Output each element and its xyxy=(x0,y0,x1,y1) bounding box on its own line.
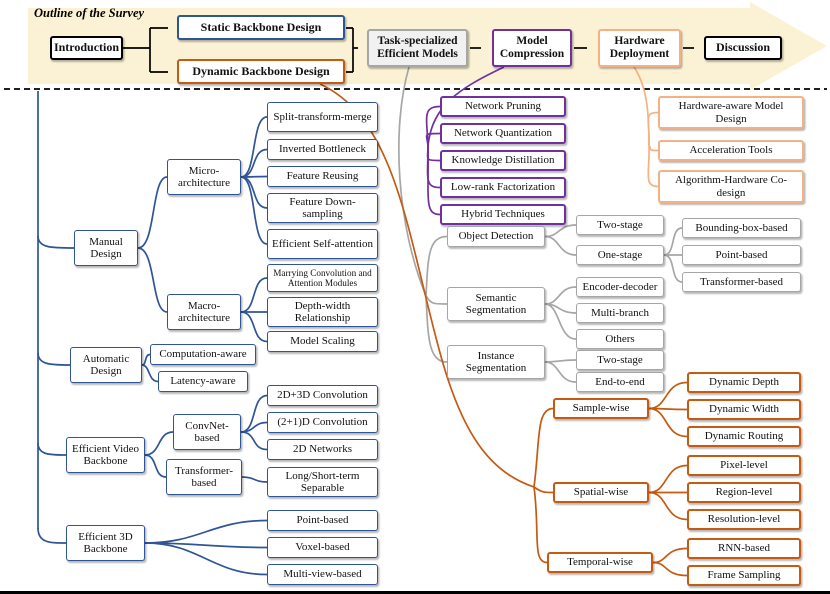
node-task-specialized-efficient-models: Task-specialized Efficient Models xyxy=(367,29,468,67)
node-one-stage-detection: One-stage xyxy=(576,245,664,265)
node-introduction: Introduction xyxy=(50,36,123,60)
node-temporal-wise: Temporal-wise xyxy=(547,552,653,573)
node-2plus1d-convolution: (2+1)D Convolution xyxy=(267,412,378,433)
node-region-level: Region-level xyxy=(687,482,801,503)
node-discussion: Discussion xyxy=(704,36,782,60)
node-computation-aware: Computation-aware xyxy=(150,344,256,365)
flow-arrows xyxy=(123,27,694,73)
task-tree-edges xyxy=(397,66,683,383)
node-algorithm-hardware-co-design: Algorithm-Hardware Co-design xyxy=(658,170,804,203)
node-two-stage-detection: Two-stage xyxy=(576,215,664,235)
node-transformer-based-detection: Transformer-based xyxy=(682,272,801,292)
node-resolution-level: Resolution-level xyxy=(687,509,801,530)
node-rnn-based: RNN-based xyxy=(687,538,801,559)
node-end-to-end: End-to-end xyxy=(576,372,664,392)
node-pixel-level: Pixel-level xyxy=(687,455,801,476)
node-macro-architecture: Macro-architecture xyxy=(167,294,241,330)
node-two-stage-instance: Two-stage xyxy=(576,350,664,370)
node-hardware-aware-model-design: Hardware-aware Model Design xyxy=(658,96,804,129)
node-network-pruning: Network Pruning xyxy=(440,96,566,117)
node-efficient-self-attention: Efficient Self-attention xyxy=(267,229,378,259)
node-model-compression: Model Compression xyxy=(492,29,572,67)
node-long-short-term-separable: Long/Short-term Separable xyxy=(267,467,378,497)
node-semantic-segmentation: Semantic Segmentation xyxy=(447,287,545,321)
node-inverted-bottleneck: Inverted Bottleneck xyxy=(267,139,378,160)
node-feature-reusing: Feature Reusing xyxy=(267,166,378,187)
node-point-based-3d: Point-based xyxy=(267,510,378,531)
node-object-detection: Object Detection xyxy=(447,226,545,247)
node-depth-width-relationship: Depth-width Relationship xyxy=(267,297,378,327)
node-dynamic-width: Dynamic Width xyxy=(687,399,801,420)
node-2d-networks: 2D Networks xyxy=(267,439,378,460)
node-low-rank-factorization: Low-rank Factorization xyxy=(440,177,566,198)
node-model-scaling: Model Scaling xyxy=(267,331,378,352)
node-dynamic-routing: Dynamic Routing xyxy=(687,426,801,447)
node-hybrid-techniques: Hybrid Techniques xyxy=(440,204,566,225)
node-frame-sampling: Frame Sampling xyxy=(687,565,801,586)
node-knowledge-distillation: Knowledge Distillation xyxy=(440,150,566,171)
node-efficient-video-backbone: Efficient Video Backbone xyxy=(66,437,145,473)
node-convnet-based: ConvNet-based xyxy=(173,414,241,450)
node-efficient-3d-backbone: Efficient 3D Backbone xyxy=(66,525,145,561)
node-encoder-decoder: Encoder-decoder xyxy=(576,277,664,297)
node-feature-down-sampling: Feature Down-sampling xyxy=(267,193,378,223)
node-point-based-detection: Point-based xyxy=(682,245,801,265)
node-acceleration-tools: Acceleration Tools xyxy=(658,140,804,161)
node-static-backbone-design: Static Backbone Design xyxy=(177,15,345,40)
node-spatial-wise: Spatial-wise xyxy=(553,482,649,503)
figure-title: Outline of the Survey xyxy=(34,6,145,20)
bottom-border-rule xyxy=(0,591,830,594)
static-tree-edges xyxy=(37,91,268,576)
node-multi-view-based: Multi-view-based xyxy=(267,564,378,585)
node-marrying-convolution-attention: Marrying Convolution and Attention Modul… xyxy=(267,264,378,292)
node-voxel-based: Voxel-based xyxy=(267,537,378,558)
node-hardware-deployment: Hardware Deployment xyxy=(598,29,681,67)
node-micro-architecture: Micro-architecture xyxy=(167,159,241,195)
node-automatic-design: Automatic Design xyxy=(70,347,142,383)
node-bounding-box-based: Bounding-box-based xyxy=(682,218,801,238)
hardware-tree-edges xyxy=(633,66,659,188)
node-network-quantization: Network Quantization xyxy=(440,123,566,144)
node-instance-segmentation: Instance Segmentation xyxy=(447,345,545,379)
node-manual-design: Manual Design xyxy=(74,230,138,266)
node-transformer-based: Transformer-based xyxy=(166,459,242,495)
node-split-transform-merge: Split-transform-merge xyxy=(267,102,378,132)
node-latency-aware: Latency-aware xyxy=(158,371,248,392)
node-dynamic-backbone-design: Dynamic Backbone Design xyxy=(177,59,345,84)
node-dynamic-depth: Dynamic Depth xyxy=(687,372,801,393)
node-sample-wise: Sample-wise xyxy=(553,398,649,419)
node-others: Others xyxy=(576,329,664,349)
node-2d-3d-convolution: 2D+3D Convolution xyxy=(267,385,378,406)
node-multi-branch: Multi-branch xyxy=(576,303,664,323)
